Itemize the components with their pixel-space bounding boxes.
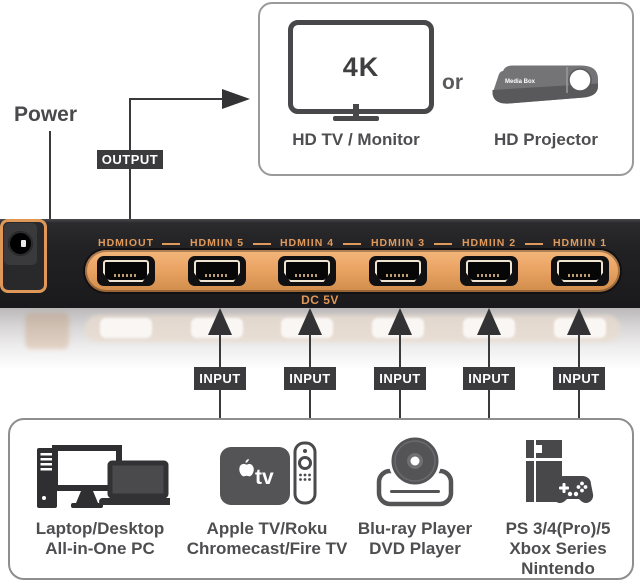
apple-tv-text: tv — [255, 466, 274, 489]
or-text: or — [442, 71, 463, 94]
power-label: Power — [14, 103, 78, 126]
dc-socket-pin — [21, 240, 26, 247]
tv-caption: HD TV / Monitor — [292, 130, 420, 149]
label-dash — [434, 243, 452, 245]
port-panel — [85, 250, 620, 292]
projector-brand-text: Media Box — [505, 79, 536, 85]
port-label-hdmiin3: HDMIIN 3 — [370, 237, 426, 249]
dc-power-jack: DC 5V — [0, 219, 338, 307]
hdmi-switch-device: DC 5V HDMIOUT HDMIIN 5 HDMIIN 4 HDMIIN 3… — [0, 219, 640, 308]
apple-logo-icon — [239, 459, 254, 477]
input-badge: INPUT — [463, 367, 515, 390]
caption-line: Xbox Series — [509, 539, 607, 558]
caption-line: DVD Player — [369, 539, 461, 558]
output-arrowhead-icon — [222, 89, 250, 109]
pc-group-icon — [37, 445, 170, 508]
input-badge: INPUT — [553, 367, 605, 390]
hdmi-in4-port — [278, 256, 336, 286]
projector-icon: Media Box — [492, 65, 598, 104]
caption-line: Nintendo — [521, 559, 595, 578]
device-reflection — [0, 308, 640, 370]
game-consoles-icon — [526, 440, 594, 503]
label-dash — [343, 243, 361, 245]
input-arrowhead-icon — [298, 308, 322, 335]
projector-lens-icon — [568, 68, 592, 92]
apple-tv-box-icon — [220, 447, 290, 505]
gamepad-icon — [552, 476, 594, 503]
bluray-player-icon — [376, 434, 454, 507]
caption-line: Blu-ray Player — [357, 519, 473, 538]
projector-caption: HD Projector — [494, 130, 598, 149]
input-badge: INPUT — [284, 367, 336, 390]
input-arrowhead-icon — [208, 308, 232, 335]
output-badge: OUTPUT — [97, 150, 163, 169]
input-arrowhead-icon — [477, 308, 501, 335]
input-badge: INPUT — [374, 367, 426, 390]
hdmi-in2-port — [460, 256, 518, 286]
caption-line: Laptop/Desktop — [35, 519, 165, 538]
tv-monitor-icon: 4K — [288, 20, 434, 114]
tv-stand-stem — [353, 104, 359, 117]
output-lead-line-horizontal — [129, 98, 223, 100]
label-dash — [525, 243, 543, 245]
port-label-hdmiin5: HDMIIN 5 — [189, 237, 245, 249]
console-fin-icon — [526, 440, 534, 502]
input-badge: INPUT — [194, 367, 246, 390]
output-lead-line-vertical — [129, 99, 131, 251]
port-label-hdmiout: HDMIOUT — [98, 237, 154, 249]
power-lead-line — [49, 131, 51, 219]
caption-line: All-in-One PC — [45, 539, 155, 558]
caption-line: Apple TV/Roku — [206, 519, 328, 538]
source-caption-consoles: PS 3/4(Pro)/5 Xbox Series Nintendo — [488, 519, 628, 579]
remote-icon — [293, 441, 317, 505]
hdmi-out-port — [97, 256, 155, 286]
label-dash — [162, 243, 180, 245]
port-label-hdmiin4: HDMIIN 4 — [279, 237, 335, 249]
input-arrowhead-icon — [567, 308, 591, 335]
label-dash — [253, 243, 271, 245]
apple-tv-group-icon: tv — [220, 441, 317, 505]
input-arrowhead-icon — [388, 308, 412, 335]
tv-4k-text: 4K — [342, 51, 380, 82]
caption-line: PS 3/4(Pro)/5 — [505, 519, 611, 538]
hdmi-in3-port — [369, 256, 427, 286]
source-caption-streaming: Apple TV/Roku Chromecast/Fire TV — [182, 519, 352, 559]
port-label-hdmiin2: HDMIIN 2 — [461, 237, 517, 249]
hdmi-in1-port — [551, 256, 609, 286]
source-caption-bluray: Blu-ray Player DVD Player — [345, 519, 485, 559]
caption-line: Chromecast/Fire TV — [186, 539, 348, 558]
source-caption-pc: Laptop/Desktop All-in-One PC — [20, 519, 180, 559]
dc-socket — [4, 223, 37, 265]
tv-stand-base — [333, 116, 379, 121]
laptop-icon — [107, 460, 169, 499]
dc-voltage-label: DC 5V — [301, 293, 339, 307]
hdmi-in5-port — [188, 256, 246, 286]
dc-socket-hole — [8, 231, 33, 256]
port-label-hdmiin1: HDMIIN 1 — [552, 237, 608, 249]
